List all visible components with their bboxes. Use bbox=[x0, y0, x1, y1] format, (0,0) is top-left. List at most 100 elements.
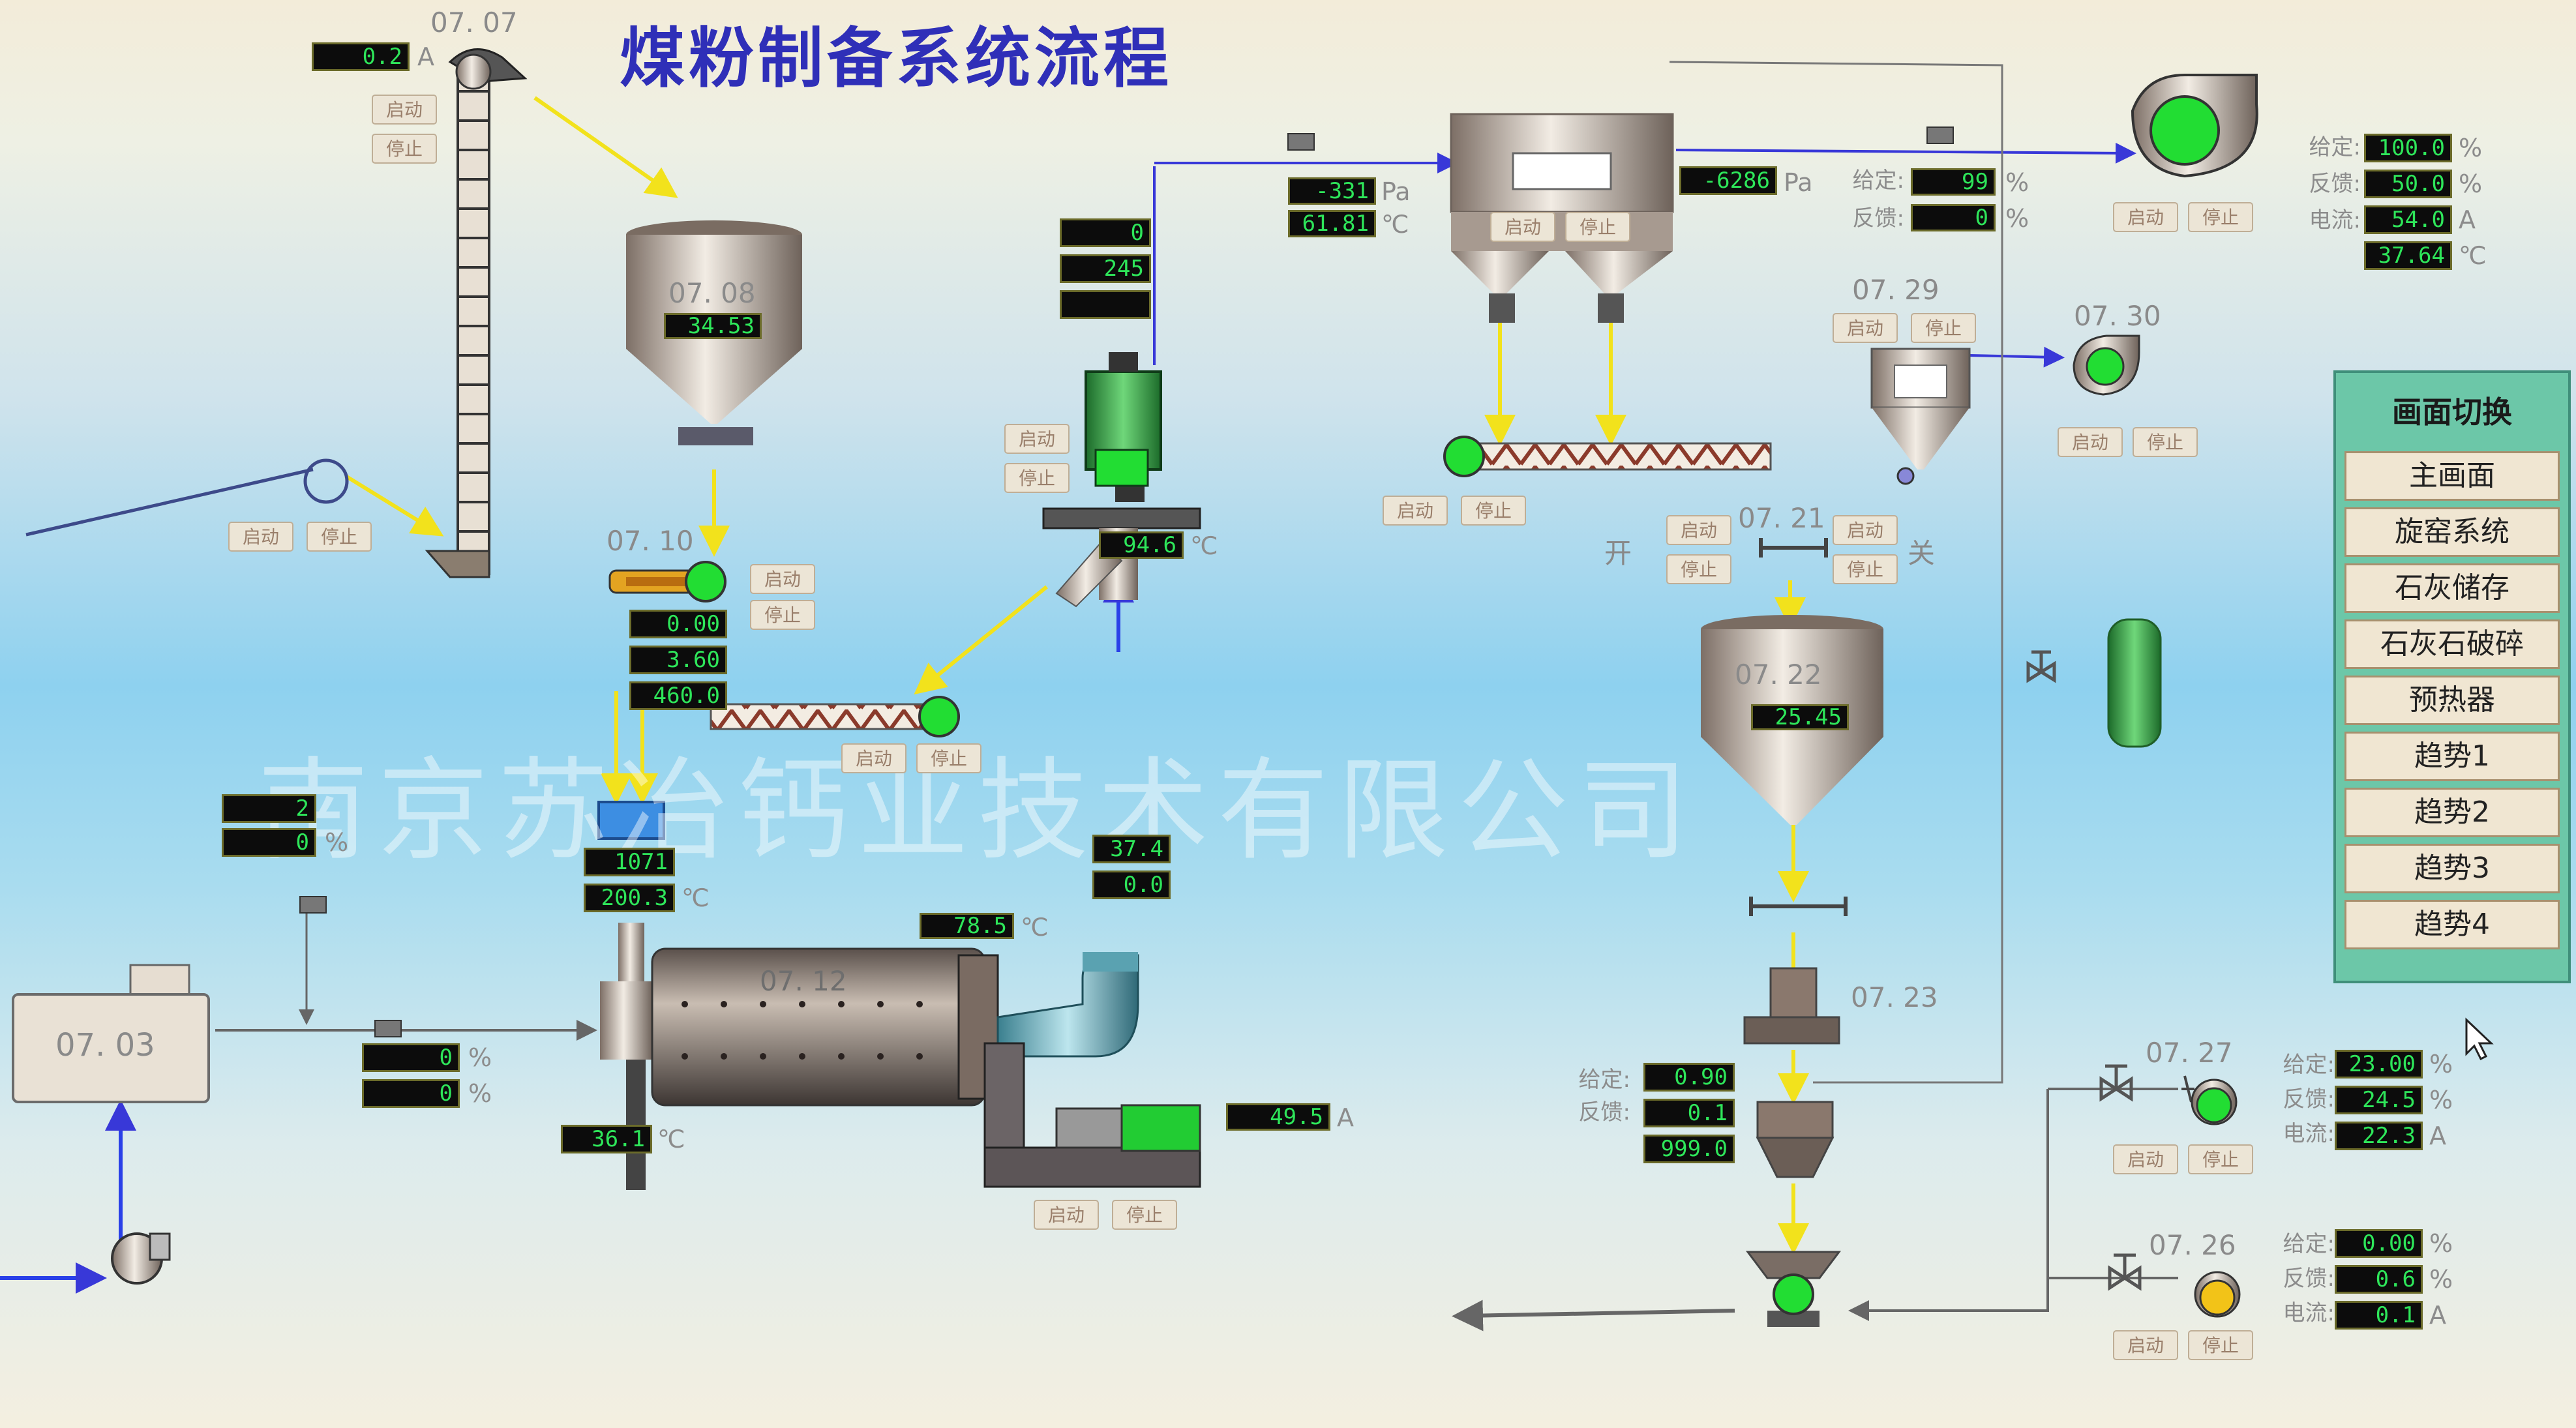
valve-pump-0726[interactable] bbox=[2108, 1253, 2142, 1291]
gate-valve-0721[interactable] bbox=[1759, 538, 1828, 558]
label-0729: 07. 29 bbox=[1852, 274, 1939, 306]
main-exhaust-fan[interactable] bbox=[2131, 74, 2258, 178]
pump0726-start-button[interactable]: 启动 bbox=[2113, 1330, 2178, 1360]
nav-trend-4[interactable]: 趋势4 bbox=[2344, 900, 2560, 949]
nav-trend-1[interactable]: 趋势1 bbox=[2344, 732, 2560, 781]
pump0727-start-button[interactable]: 启动 bbox=[2113, 1144, 2178, 1174]
bucket-elevator[interactable] bbox=[425, 48, 528, 578]
left-panel-display-a: 2 bbox=[222, 794, 316, 823]
motor-current-unit: A bbox=[1337, 1103, 1354, 1132]
valve-pump-0727[interactable] bbox=[2099, 1064, 2133, 1102]
storage-tank[interactable] bbox=[2107, 618, 2162, 748]
screw-mid-stop-button[interactable]: 停止 bbox=[916, 743, 981, 773]
hot-air-furnace-0703[interactable] bbox=[12, 964, 210, 1103]
pneumatic-pump-status bbox=[1773, 1273, 1814, 1315]
pump0726-stop-button[interactable]: 停止 bbox=[2188, 1330, 2253, 1360]
pump0726-set-label: 给定: bbox=[2283, 1231, 2335, 1257]
screw-mid-start-button[interactable]: 启动 bbox=[841, 743, 906, 773]
cyclone-stop-button[interactable]: 停止 bbox=[1911, 313, 1976, 343]
fan-set-unit: % bbox=[2459, 134, 2483, 162]
damper-fb-display: 0 bbox=[1911, 204, 1996, 231]
duct-temp-unit: ℃ bbox=[1381, 210, 1409, 239]
damper-set-unit: % bbox=[2005, 168, 2029, 197]
pump0727-fb-unit: % bbox=[2429, 1086, 2453, 1114]
feeder-0710[interactable] bbox=[608, 569, 709, 594]
pump0727-display-1: 23.00 bbox=[2335, 1050, 2423, 1078]
filter-pressure-unit: Pa bbox=[1784, 168, 1813, 197]
valve0721-left-start-button[interactable]: 启动 bbox=[1666, 515, 1731, 545]
weigh-hopper[interactable] bbox=[1756, 1101, 1835, 1178]
feeder-stop-button[interactable]: 停止 bbox=[750, 600, 815, 630]
bin0722-level-display: 25.45 bbox=[1751, 704, 1849, 730]
bottom-left-fan[interactable] bbox=[111, 1232, 171, 1285]
elevator-start-button[interactable]: 启动 bbox=[372, 95, 437, 125]
fan0730-stop-button[interactable]: 停止 bbox=[2133, 427, 2198, 457]
separator-stop-button[interactable]: 停止 bbox=[1004, 463, 1070, 493]
pump0727-current-unit: A bbox=[2429, 1122, 2446, 1150]
mill-motor[interactable] bbox=[1055, 1104, 1201, 1152]
fan0730-start-button[interactable]: 启动 bbox=[2058, 427, 2123, 457]
filter-start-button[interactable]: 启动 bbox=[1490, 212, 1555, 242]
mouse-cursor-icon bbox=[2465, 1017, 2494, 1061]
screw-conveyor-top[interactable] bbox=[1473, 442, 1772, 471]
rotary-feeder-0723[interactable] bbox=[1743, 967, 1840, 1045]
fan-set-label: 给定: bbox=[2309, 134, 2361, 160]
hot-air-display-a: 0 bbox=[362, 1043, 460, 1072]
label-0726: 07. 26 bbox=[2149, 1229, 2236, 1261]
separator-start-button[interactable]: 启动 bbox=[1004, 424, 1070, 454]
pneumatic-pump[interactable] bbox=[1746, 1251, 1841, 1327]
motor-current-display: 49.5 bbox=[1226, 1103, 1330, 1131]
cyclone-0729[interactable] bbox=[1870, 348, 1971, 485]
motor-start-button[interactable]: 启动 bbox=[1034, 1200, 1099, 1230]
cyclone-start-button[interactable]: 启动 bbox=[1833, 313, 1898, 343]
nav-trend-3[interactable]: 趋势3 bbox=[2344, 844, 2560, 893]
label-0723: 07. 23 bbox=[1851, 981, 1938, 1013]
valve0721-right-stop-button[interactable]: 停止 bbox=[1833, 554, 1898, 584]
nav-trend-2[interactable]: 趋势2 bbox=[2344, 788, 2560, 837]
screw-top-stop-button[interactable]: 停止 bbox=[1461, 496, 1526, 526]
pump0727-fb-label: 反馈: bbox=[2283, 1086, 2335, 1112]
screw-conveyor-mid[interactable] bbox=[710, 703, 940, 730]
pump0727-stop-button[interactable]: 停止 bbox=[2188, 1144, 2253, 1174]
motor-stop-button[interactable]: 停止 bbox=[1112, 1200, 1177, 1230]
mill-inlet-display-b: 200.3 bbox=[584, 884, 675, 912]
screen-switch-title: 画面切换 bbox=[2392, 394, 2512, 430]
screw-top-start-button[interactable]: 启动 bbox=[1383, 496, 1448, 526]
nav-main-screen[interactable]: 主画面 bbox=[2344, 451, 2560, 501]
belt-start-button[interactable]: 启动 bbox=[228, 522, 293, 552]
damper-actuator-icon[interactable] bbox=[299, 126, 1954, 1037]
elevator-stop-button[interactable]: 停止 bbox=[372, 134, 437, 164]
pump0727-display-2: 24.5 bbox=[2335, 1086, 2423, 1114]
damper-fb-label: 反馈: bbox=[1852, 205, 1904, 231]
label-0730: 07. 30 bbox=[2074, 300, 2161, 332]
mill-panel-top-display: 0 bbox=[1060, 218, 1151, 247]
valve0721-right-start-button[interactable]: 启动 bbox=[1833, 515, 1898, 545]
bag-filter[interactable] bbox=[1450, 113, 1674, 323]
filter-stop-button[interactable]: 停止 bbox=[1565, 212, 1630, 242]
feeder-start-button[interactable]: 启动 bbox=[750, 564, 815, 594]
pipelines bbox=[0, 61, 2178, 1331]
fan-0730[interactable] bbox=[2073, 335, 2140, 396]
hot-air-display-b: 0 bbox=[362, 1079, 460, 1108]
nav-limestone-crushing[interactable]: 石灰石破碎 bbox=[2344, 619, 2560, 669]
pump0727-display-3: 22.3 bbox=[2335, 1122, 2423, 1150]
nav-rotary-kiln[interactable]: 旋窑系统 bbox=[2344, 507, 2560, 557]
pump0726-fb-label: 反馈: bbox=[2283, 1266, 2335, 1292]
main-fan-stop-button[interactable]: 停止 bbox=[2188, 202, 2253, 232]
valve0721-left-stop-button[interactable]: 停止 bbox=[1666, 554, 1731, 584]
valve-open-label: 开 bbox=[1604, 537, 1632, 569]
duct-temp-display: 61.81 bbox=[1288, 210, 1376, 237]
hot-air-unit-a: % bbox=[468, 1043, 492, 1072]
nav-lime-storage[interactable]: 石灰储存 bbox=[2344, 563, 2560, 613]
nav-preheater[interactable]: 预热器 bbox=[2344, 676, 2560, 725]
fan-temp-unit: ℃ bbox=[2459, 241, 2487, 270]
valve-tank-line[interactable] bbox=[2026, 650, 2056, 683]
ball-mill-0712[interactable] bbox=[600, 923, 1201, 1190]
fan-current-display: 54.0 bbox=[2364, 205, 2452, 234]
belt-stop-button[interactable]: 停止 bbox=[307, 522, 372, 552]
gate-valve-lower[interactable] bbox=[1749, 897, 1848, 916]
feeder-display-3: 460.0 bbox=[629, 681, 727, 710]
main-fan-start-button[interactable]: 启动 bbox=[2113, 202, 2178, 232]
pump0727-set-unit: % bbox=[2429, 1050, 2453, 1078]
elevator-current-display: 0.2 bbox=[312, 42, 410, 71]
